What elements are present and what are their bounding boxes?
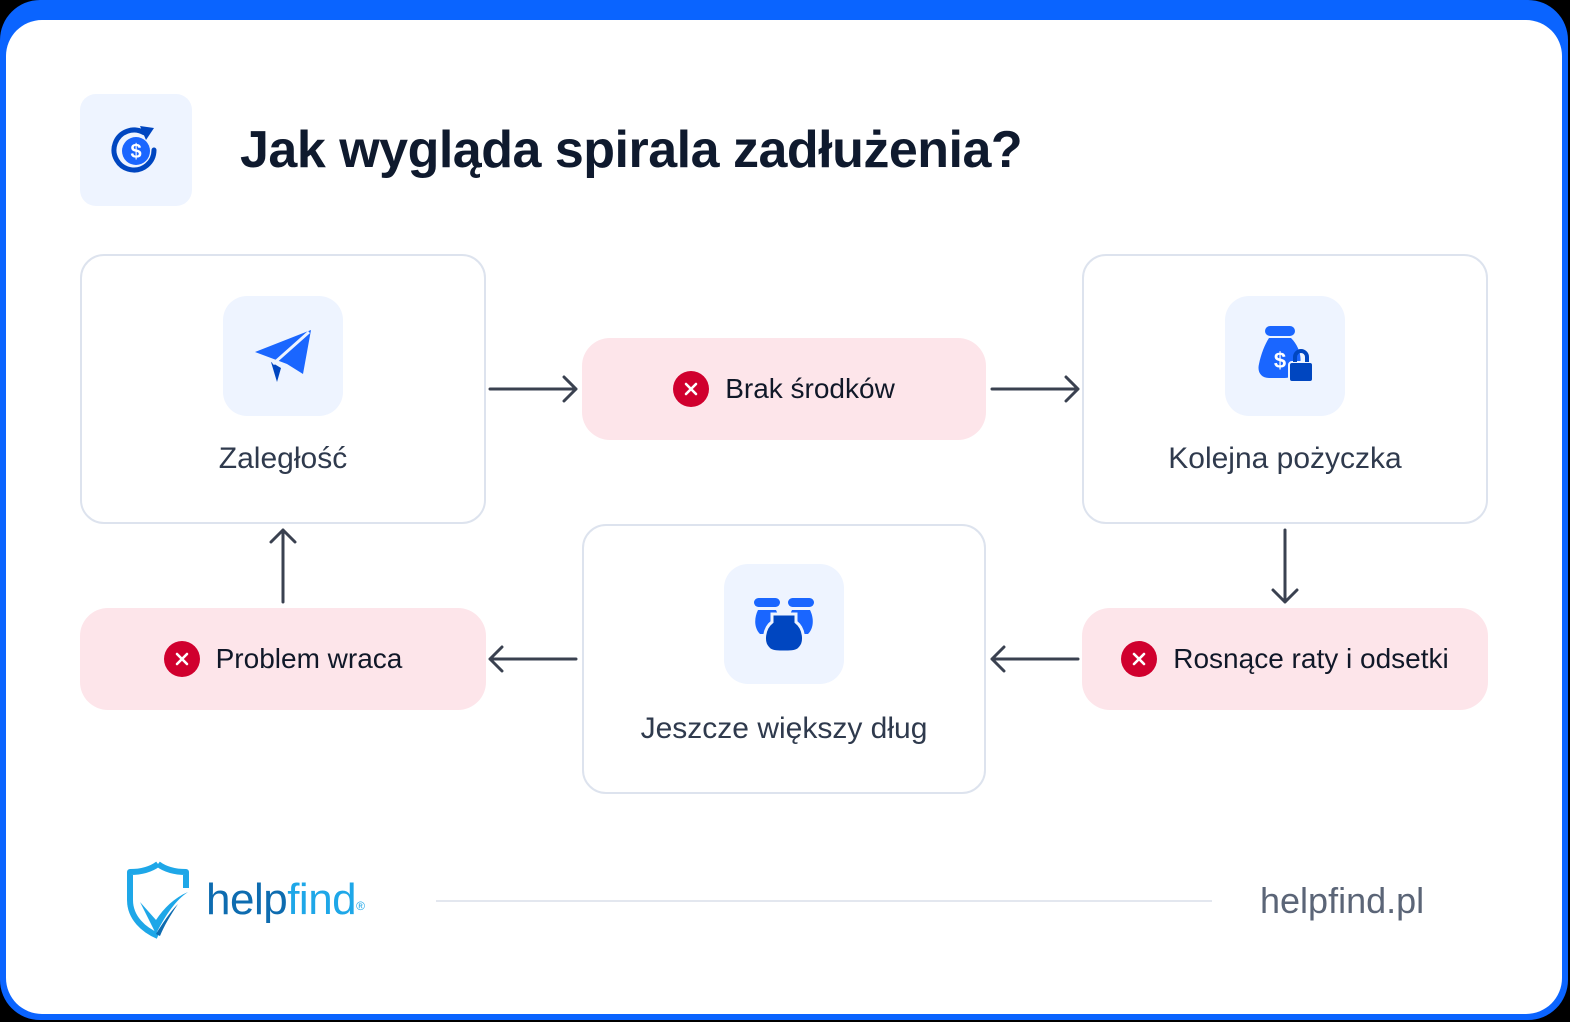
shield-check-icon — [127, 861, 189, 939]
paper-plane-icon — [255, 330, 311, 382]
node-wiekszy-dlug: Jeszcze większy dług — [582, 524, 986, 794]
arrow-left-icon — [488, 645, 578, 673]
node-kolejna-pozyczka: $ Kolejna pożyczka — [1082, 254, 1488, 524]
icon-box — [223, 296, 343, 416]
title-icon-box: $ — [80, 94, 192, 206]
dollar-refresh-icon: $ — [111, 126, 157, 173]
icon-box: $ — [1225, 296, 1345, 416]
page-title: Jak wygląda spirala zadłużenia? — [240, 121, 1023, 179]
x-circle-icon — [163, 641, 200, 677]
problem-label: Brak środków — [725, 373, 895, 404]
node-label: Zaległość — [218, 442, 348, 475]
x-circle-icon — [1121, 641, 1158, 677]
helpfind-logo: helpfind® — [126, 860, 365, 940]
node-label: Jeszcze większy dług — [640, 712, 928, 745]
money-bag-lock-icon: $ — [1258, 326, 1314, 383]
arrow-down-icon — [1271, 528, 1299, 604]
brand-name: helpfind® — [206, 875, 365, 924]
arrow-up-icon — [269, 528, 297, 604]
arrow-right-icon — [990, 375, 1080, 403]
svg-text:$: $ — [130, 141, 141, 163]
money-bags-icon — [754, 598, 814, 654]
arrow-left-icon — [990, 645, 1080, 673]
node-zaleglosc: Zaległość — [80, 254, 486, 524]
site-url[interactable]: helpfind.pl — [1260, 880, 1425, 921]
svg-text:$: $ — [1274, 348, 1286, 373]
x-circle-icon — [673, 371, 710, 407]
problem-label: Rosnące raty i odsetki — [1173, 643, 1449, 674]
footer-divider — [436, 900, 1212, 902]
node-label: Kolejna pożyczka — [1168, 442, 1402, 475]
problem-problem-wraca: Problem wraca — [80, 608, 486, 710]
problem-rosnace-raty: Rosnące raty i odsetki — [1082, 608, 1488, 710]
problem-brak-srodkow: Brak środków — [582, 338, 986, 440]
arrow-right-icon — [488, 375, 578, 403]
icon-box — [724, 564, 844, 684]
problem-label: Problem wraca — [215, 643, 403, 674]
